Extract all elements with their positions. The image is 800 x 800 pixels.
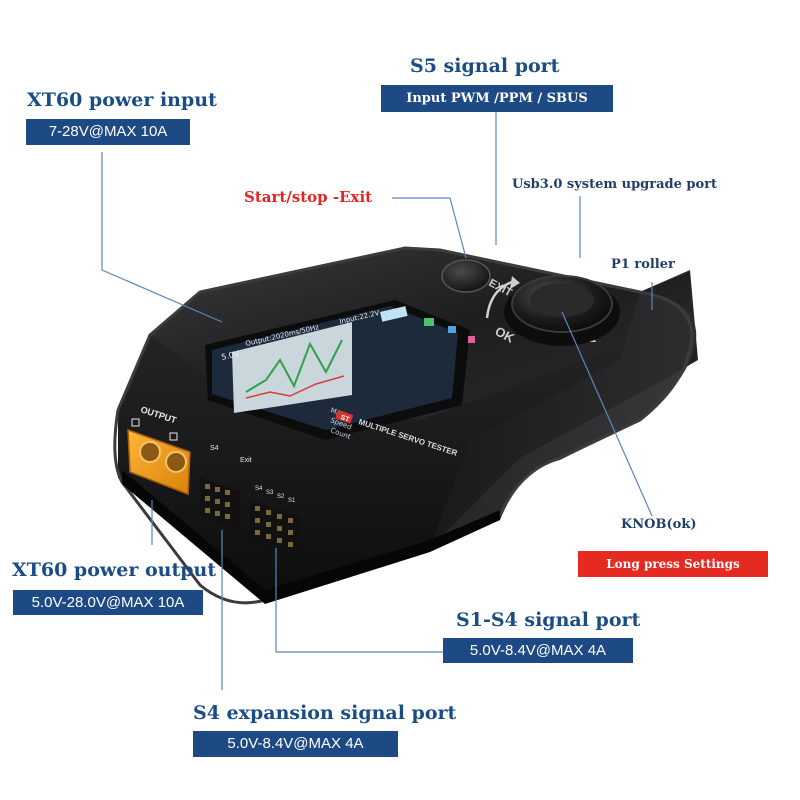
usb-upgrade-port-label: Usb3.0 system upgrade port	[512, 177, 718, 192]
port-label-s4: S4	[255, 486, 263, 492]
xt60-power-input-title: XT60 power input	[27, 89, 217, 111]
start-stop-exit-label: Start/stop -Exit	[244, 188, 373, 206]
port-label-s1: S1	[288, 498, 296, 504]
device-side	[430, 292, 697, 548]
leader-start-stop	[392, 197, 467, 259]
s4-expansion-header[interactable]	[200, 478, 240, 530]
port-exit-label: Exit	[240, 457, 252, 464]
leader-s1s4	[275, 548, 446, 653]
port-s4-label: S4	[210, 445, 219, 452]
p1-roller-label: P1 roller	[611, 257, 675, 272]
leader-lines	[101, 110, 653, 690]
s1-s4-header[interactable]	[250, 500, 300, 560]
model-label: ST	[339, 414, 350, 424]
s5-signal-port-badge: Input PWM /PPM / SBUS	[381, 85, 613, 112]
leader-knob	[561, 311, 653, 517]
screen-voltage: 5.0V	[220, 349, 240, 362]
port-label-s2: S2	[277, 494, 285, 500]
port-label-s3: S3	[266, 490, 274, 496]
knob-ok-label: KNOB(ok)	[621, 517, 697, 532]
start-stop-button[interactable]	[441, 259, 491, 293]
long-press-settings-badge: Long press Settings	[578, 551, 768, 577]
s1-s4-signal-port-badge: 5.0V-8.4V@MAX 4A	[443, 638, 633, 663]
knob[interactable]	[504, 275, 620, 346]
leader-xt60-input	[101, 152, 223, 323]
s1-s4-signal-port-title: S1-S4 signal port	[456, 609, 641, 631]
xt60-power-input-badge: 7-28V@MAX 10A	[26, 119, 190, 145]
xt60-power-output-title: XT60 power output	[12, 559, 217, 581]
s4-expansion-port-badge: 5.0V-8.4V@MAX 4A	[193, 731, 398, 757]
s5-signal-port-title: S5 signal port	[410, 55, 560, 77]
xt60-output-connector[interactable]	[127, 428, 191, 496]
s4-expansion-port-title: S4 expansion signal port	[193, 702, 457, 724]
xt60-power-output-badge: 5.0V-28.0V@MAX 10A	[13, 590, 203, 615]
